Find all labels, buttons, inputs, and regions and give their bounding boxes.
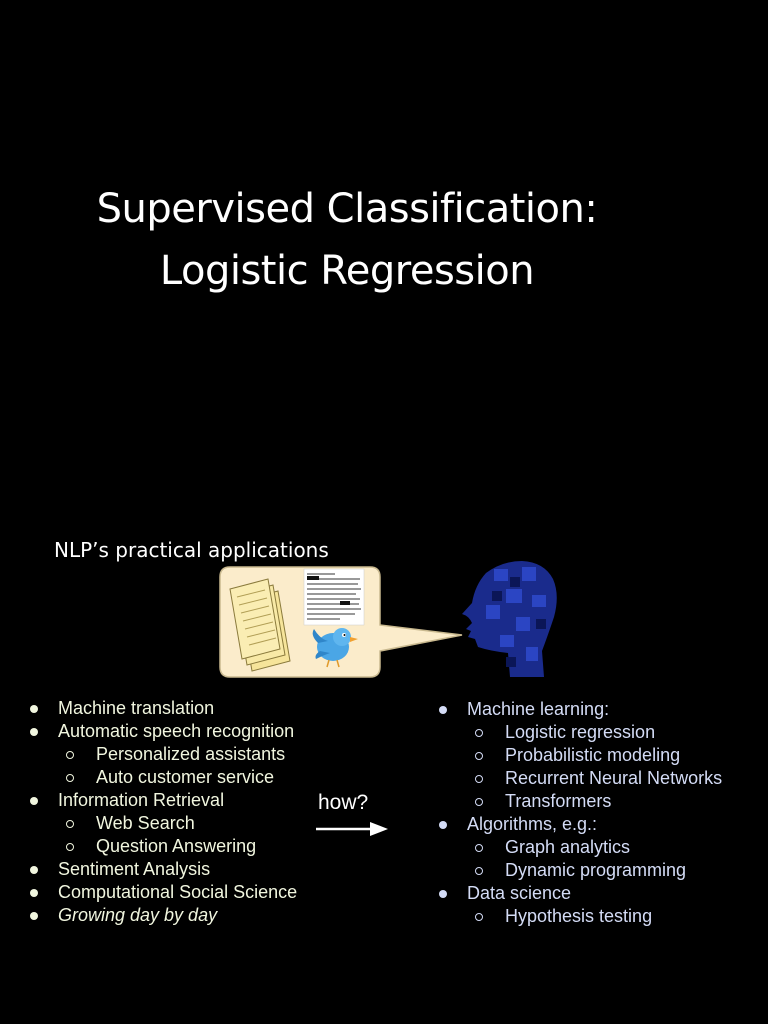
list-item: Dynamic programming [437, 859, 722, 882]
list-item: Information Retrieval [28, 789, 297, 812]
list-item: Web Search [28, 812, 297, 835]
list-item: Transformers [437, 790, 722, 813]
list-item: Probabilistic modeling [437, 744, 722, 767]
slide-title: Supervised Classification: Logistic Regr… [0, 178, 694, 302]
list-item: Machine translation [28, 697, 297, 720]
list-item: Computational Social Science [28, 881, 297, 904]
handwritten-note-icon [303, 568, 365, 626]
methods-list: Machine learning: Logistic regression Pr… [437, 698, 722, 928]
title-line-2: Logistic Regression [159, 248, 535, 294]
list-item: Auto customer service [28, 766, 297, 789]
puzzle-head-icon [462, 561, 557, 677]
title-line-1: Supervised Classification: [96, 186, 598, 232]
documents-icon [229, 578, 291, 672]
section-subtitle: NLP’s practical applications [54, 538, 329, 562]
list-item: Hypothesis testing [437, 905, 722, 928]
how-label: how? [318, 791, 369, 814]
list-item: Algorithms, e.g.: [437, 813, 722, 836]
list-item: Question Answering [28, 835, 297, 858]
list-item: Growing day by day [28, 904, 297, 927]
list-item: Personalized assistants [28, 743, 297, 766]
twitter-bird-icon [312, 628, 358, 668]
arrow-right-icon [316, 822, 388, 836]
list-item: Machine learning: [437, 698, 722, 721]
list-item: Recurrent Neural Networks [437, 767, 722, 790]
nlp-illustration [219, 561, 557, 678]
list-item: Graph analytics [437, 836, 722, 859]
list-item: Sentiment Analysis [28, 858, 297, 881]
applications-list: Machine translation Automatic speech rec… [28, 697, 297, 927]
list-item: Automatic speech recognition [28, 720, 297, 743]
list-item: Data science [437, 882, 722, 905]
list-item: Logistic regression [437, 721, 722, 744]
